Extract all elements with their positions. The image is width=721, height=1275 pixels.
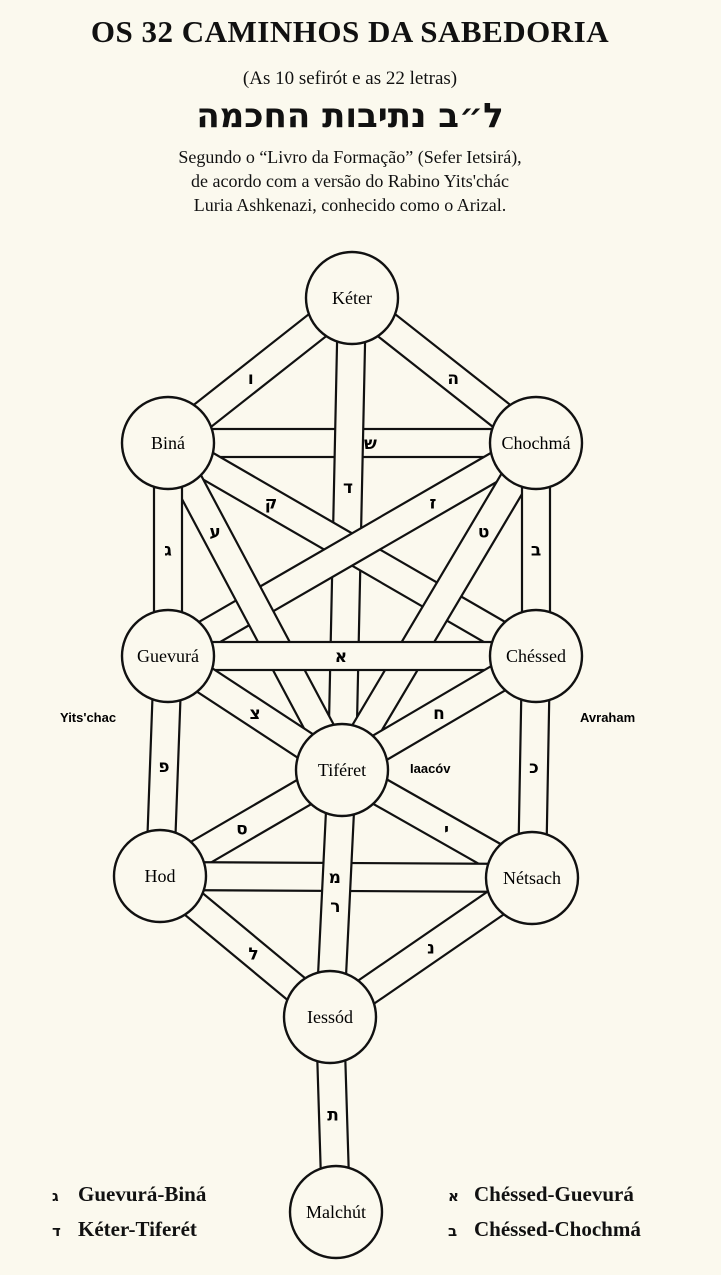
legend-item-right-2: ב Chéssed-Chochmá [448,1217,641,1242]
sefira-chochma-label: Chochmá [502,433,571,453]
path-letter-hod-netsach: מ [329,868,341,888]
path-letter-tiferet-netsach: י [444,820,449,840]
side-labels-layer: Yits'chac Avraham Iaacóv [60,710,635,776]
sefira-iessod-circle [282,969,378,1065]
path-letter-hod-iessod: ל [248,945,258,965]
side-label-center: Iaacóv [410,761,451,776]
path-letter-tiferet-hod: ס [236,819,248,839]
sefira-keter-label: Kéter [332,288,372,308]
description: Segundo o “Livro da Formação” (Sefer Iet… [0,145,700,217]
legend-letter: ג [52,1187,59,1205]
sefira-netsach-circle [484,830,580,926]
sefira-iessod-label: Iessód [307,1007,353,1027]
side-label-right: Avraham [580,710,635,725]
path-letter-chochma-chessed: ב [531,541,541,561]
sefira-guevura-circle [120,608,216,704]
legend-text: Chéssed-Chochmá [474,1217,641,1241]
path-letter-guevura-hod: פ [158,757,169,777]
sefira-guevura-label: Guevurá [137,646,199,666]
sefira-malchut-circle [288,1164,384,1260]
path-guevura-chessed [166,640,538,672]
sefira-tiferet-label: Tiféret [318,760,366,780]
path-letter-keter-chochma: ה [447,369,459,389]
path-letter-bina-chessed: ק [265,494,278,514]
description-line-2: de acordo com a versão do Rabino Yits'ch… [191,171,509,191]
sefira-hod-circle [112,828,208,924]
legend-letter: ב [448,1222,458,1240]
path-letter-chessed-netsach: כ [529,758,539,778]
legend-text: Kéter-Tiferét [78,1217,197,1241]
legend-letter: א [448,1187,459,1205]
description-line-3: Luria Ashkenazi, conhecido como o Arizal… [193,195,507,215]
hebrew-title: ל״ב נתיבות החכמה [196,96,504,136]
path-letter-keter-bina: ו [248,369,254,389]
sefira-bina-circle [120,395,216,491]
sefira-chochma-circle [488,395,584,491]
path-letter-chochma-tiferet: ט [478,522,490,542]
legend-text: Guevurá-Biná [78,1182,207,1206]
path-letter-guevura-chessed: א [335,647,347,667]
path-letter-bina-tiferet: ע [209,522,220,542]
side-label-left: Yits'chac [60,710,116,725]
sefira-netsach-label: Nétsach [503,868,561,888]
sefira-tiferet-circle [294,722,390,818]
path-letters-layer: ו ה ש ד ק ז ע ט ג ב א צ ח פ כ ס י מר ל נ ת [158,369,541,1126]
path-letter-bina-guevura: ג [164,541,172,561]
path-letter-iessod-malchut: ת [327,1106,339,1126]
path-letter-tiferet-iessod: ר [330,897,340,917]
sefira-hod-label: Hod [145,866,176,886]
description-line-1: Segundo o “Livro da Formação” (Sefer Iet… [178,147,522,167]
legend-letter: ד [52,1222,61,1240]
path-letter-chessed-tiferet: ח [433,704,445,724]
path-letter-keter-tiferet: ד [343,478,353,498]
page-subtitle: (As 10 sefirót e as 22 letras) [242,68,458,89]
legend-item-left-1: ג Guevurá-Biná [52,1182,206,1207]
sefira-malchut-label: Malchút [306,1202,366,1222]
sefira-chessed-circle [488,608,584,704]
path-letter-bina-chochma: ש [364,434,377,454]
legend-text: Chéssed-Guevurá [474,1182,634,1206]
sefira-bina-label: Biná [151,433,185,453]
page-title: OS 32 CAMINHOS DA SABEDORIA [90,14,610,49]
legend-item-left-2: ד Kéter-Tiferét [52,1217,197,1242]
sefira-chessed-label: Chéssed [506,646,566,666]
sefira-keter-circle [304,250,400,346]
path-letter-netsach-iessod: נ [427,939,435,959]
path-letter-chochma-guevura: ז [430,494,437,514]
path-letter-guevura-tiferet: צ [249,704,260,724]
legend-item-right-1: א Chéssed-Guevurá [448,1182,634,1207]
